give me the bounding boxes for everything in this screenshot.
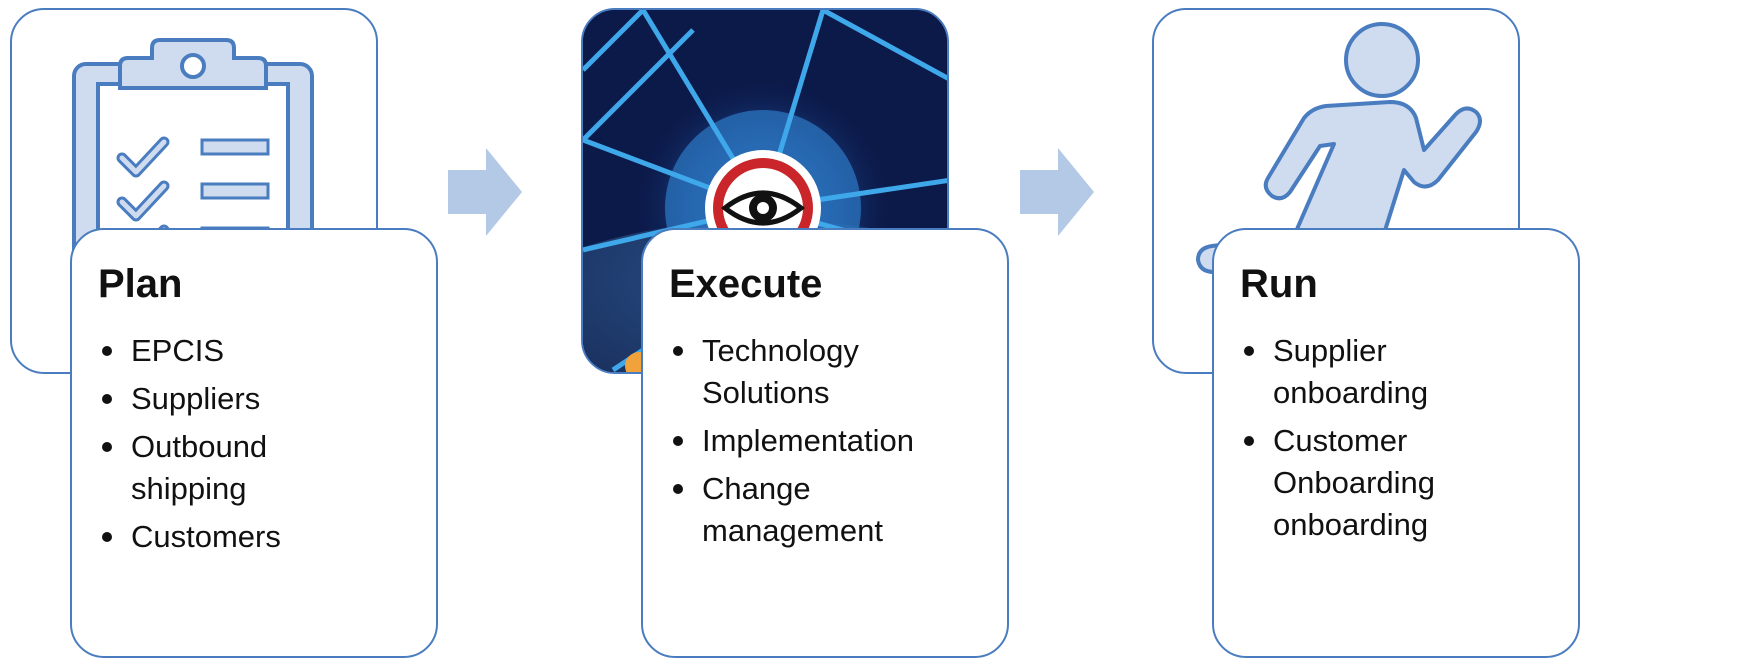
bullet-icon bbox=[673, 436, 683, 446]
list-item: Customers bbox=[98, 516, 410, 558]
bullet-icon bbox=[102, 532, 112, 542]
execute-card: Execute Technology Solutions Implementat… bbox=[641, 228, 1009, 658]
bullet-icon bbox=[1244, 346, 1254, 356]
list-item: Technology Solutions bbox=[669, 330, 981, 414]
bullet-icon bbox=[673, 346, 683, 356]
plan-title: Plan bbox=[98, 262, 183, 306]
right-arrow-icon bbox=[1020, 148, 1094, 236]
right-arrow-icon bbox=[448, 148, 522, 236]
bullet-icon bbox=[102, 442, 112, 452]
plan-card: Plan EPCIS Suppliers Outbound shipping C… bbox=[70, 228, 438, 658]
list-item: Customer Onboarding onboarding bbox=[1240, 420, 1552, 546]
list-item: Implementation bbox=[669, 420, 981, 462]
plan-bullet-list: EPCIS Suppliers Outbound shipping Custom… bbox=[98, 330, 410, 558]
run-title: Run bbox=[1240, 262, 1318, 306]
list-item: Outbound shipping bbox=[98, 426, 410, 510]
list-item: Suppliers bbox=[98, 378, 410, 420]
bullet-icon bbox=[1244, 436, 1254, 446]
bullet-icon bbox=[673, 484, 683, 494]
list-item: Supplier onboarding bbox=[1240, 330, 1552, 414]
list-item: EPCIS bbox=[98, 330, 410, 372]
execute-title: Execute bbox=[669, 262, 823, 306]
bullet-icon bbox=[102, 346, 112, 356]
list-item: Change management bbox=[669, 468, 981, 552]
bullet-icon bbox=[102, 394, 112, 404]
execute-bullet-list: Technology Solutions Implementation Chan… bbox=[669, 330, 981, 552]
run-bullet-list: Supplier onboarding Customer Onboarding … bbox=[1240, 330, 1552, 546]
run-card: Run Supplier onboarding Customer Onboard… bbox=[1212, 228, 1580, 658]
